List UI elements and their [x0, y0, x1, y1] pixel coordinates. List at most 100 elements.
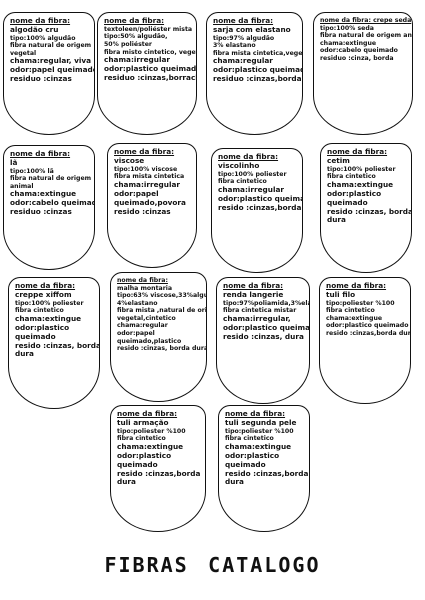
card-line: viscose [114, 155, 145, 165]
card-heading: nome da fibra: [114, 147, 175, 156]
card-heading: nome da fibra: [15, 281, 76, 290]
card-heading: nome da fibra: [117, 409, 178, 418]
card-heading: nome da fibra: [218, 152, 279, 161]
card-line: chama:extingue [327, 179, 394, 189]
card-line: resido :cinzas, borda [327, 206, 412, 216]
card-line: tipo:100% algudão [10, 34, 76, 42]
page-title: fibras catalogo [104, 545, 321, 579]
fiber-card-malha-montaria: nome da fibra: malha montaria tipo:63% v… [110, 272, 207, 402]
card-line: resido :cinzas [114, 206, 171, 216]
card-heading: nome da fibra: [117, 277, 168, 284]
card-line: tipo:100% poliester [218, 170, 287, 178]
card-line: viscolinho [218, 160, 260, 170]
card-line: odor:papel queimado [10, 65, 95, 75]
card-line: odor:plastico queimado [326, 322, 409, 330]
card-line: chama:irregular [114, 179, 180, 189]
fiber-card-viscolinho: nome da fibra: viscolinho tipo:100% poli… [211, 148, 303, 273]
card-line: residuo :cinza, borda [320, 54, 394, 62]
card-line: tipo:100% poliester [15, 299, 84, 307]
fiber-card-tuli-filo: nome da fibra: tuli filo tipo:poliester … [319, 277, 411, 404]
card-line: sarja com elastano [213, 24, 291, 34]
card-line: fibra cintetica mistar [223, 307, 297, 315]
card-line: animal [10, 182, 34, 190]
card-line: chama:irregular [104, 55, 170, 65]
card-line: resido :cinzas, dura [223, 331, 304, 341]
card-heading: nome da fibra: [223, 281, 284, 290]
fiber-card-la: nome da fibra: lã tipo:100% lã fibra nat… [3, 145, 95, 270]
card-line: odor:papel [114, 188, 159, 198]
card-line: tuli armação [117, 417, 169, 427]
card-line: queimado,povora [114, 197, 186, 207]
card-line: residuo :cinzas [10, 74, 72, 84]
card-line: 3% elastano [213, 42, 256, 50]
card-line: tipo:100% viscose [114, 165, 178, 173]
card-line: chama:extingue [10, 189, 77, 199]
card-line: creppe xiffom [15, 289, 72, 299]
card-heading: nome da fibra: [213, 16, 274, 25]
fiber-card-sarja-elastano: nome da fibra: sarja com elastano tipo:9… [206, 12, 303, 135]
card-line: chama:regular [117, 322, 168, 330]
card-line: odor:papel [117, 329, 155, 337]
card-line: tuli segunda pele [225, 417, 297, 427]
fiber-card-tuli-armacao: nome da fibra: tuli armação tipo:poliest… [110, 405, 206, 532]
fiber-card-renda-langerie: nome da fibra: renda langerie tipo:97%po… [216, 277, 310, 404]
card-line: algodão cru [10, 24, 59, 34]
card-heading: nome da fibra: [10, 149, 71, 158]
card-line: resido :cinzas,borda dura [218, 202, 302, 212]
fiber-card-crepe-seda: nome da fibra: crepe seda tipo:100% seda… [313, 12, 413, 135]
card-line: 50% poliéster [104, 41, 152, 49]
card-line: odor:plastico queimado [223, 322, 310, 332]
card-line: fibra natural de origem [10, 175, 92, 183]
card-line: chama:regular, viva [10, 56, 92, 66]
card-line: tipo:97% algudão [213, 34, 275, 42]
card-heading: nome da fibra: crepe seda [320, 17, 412, 24]
card-heading: nome da fibra: [104, 16, 165, 25]
card-line: odor:plastico [225, 450, 280, 460]
card-line: 4%elastano [117, 299, 158, 307]
card-line: fibra cintetico [326, 307, 375, 315]
card-line: tuli filo [326, 289, 356, 299]
card-line: queimado [15, 331, 56, 341]
card-line: odor:plastico queimado [218, 193, 302, 203]
fiber-card-cetim: nome da fibra: cetim tipo:100% poliester… [320, 143, 412, 273]
card-line: resido :cinzas,borda dura [326, 330, 411, 338]
card-line: fibra mista cintetica [114, 173, 185, 181]
card-line: lã [10, 157, 18, 167]
card-line: odor:plastico [327, 188, 382, 198]
card-line: fibra mista ,natural de origem [117, 307, 207, 315]
fiber-card-creppe-xiffom: nome da fibra: creppe xiffom tipo:100% p… [8, 277, 100, 409]
fiber-card-textoleen: nome da fibra: textoleen/poliéster mista… [97, 12, 197, 135]
card-line: fibra cintetico [327, 173, 376, 181]
fiber-card-tuli-segunda-pele: nome da fibra: tuli segunda pele tipo:po… [218, 405, 310, 532]
card-line: renda langerie [223, 289, 284, 299]
card-line: chama:extingue [225, 441, 292, 451]
card-line: fibra mista cintetica,vegetal [213, 49, 303, 57]
card-line: tipo:100% seda [320, 24, 374, 32]
card-line: resido :cinzas,borda [225, 468, 309, 478]
card-line: chama:extingue [117, 441, 184, 451]
card-heading: nome da fibra: [327, 147, 388, 156]
card-line: residuo :cinzas,borracha [104, 72, 197, 82]
card-line: vegetal [10, 49, 37, 57]
fiber-card-viscose: nome da fibra: viscose tipo:100% viscose… [107, 143, 197, 268]
card-line: fibra cintetico [15, 307, 64, 315]
card-line: queimado,plastico [117, 337, 182, 345]
card-heading: nome da fibra: [10, 16, 71, 25]
card-line: tipo:63% viscose,33%algudão [117, 292, 206, 300]
card-line: chama:extingue [320, 39, 377, 47]
card-line: tipo:poliester %100 [117, 427, 186, 435]
card-line: tipo:100% poliester [327, 165, 396, 173]
card-line: textoleen/poliéster mista [104, 25, 193, 33]
card-line: resido :cinzas,borda [117, 468, 201, 478]
card-line: chama:extingue [326, 314, 383, 322]
card-line: tipo:poliester %100 [326, 299, 395, 307]
card-line: fibra cintetico [117, 435, 166, 443]
card-line: vegetal,cintetico [117, 314, 176, 322]
card-line: odor:plastico queimado [213, 65, 303, 75]
card-line: tipo:50% algudão, [104, 33, 168, 41]
card-line: queimado [225, 459, 266, 469]
card-line: residuo :cinzas,borda [213, 74, 302, 84]
fiber-card-algodao-cru: nome da fibra: algodão cru tipo:100% alg… [3, 12, 95, 135]
card-line: cetim [327, 155, 350, 165]
card-line: odor:cabelo queimado [10, 198, 95, 208]
